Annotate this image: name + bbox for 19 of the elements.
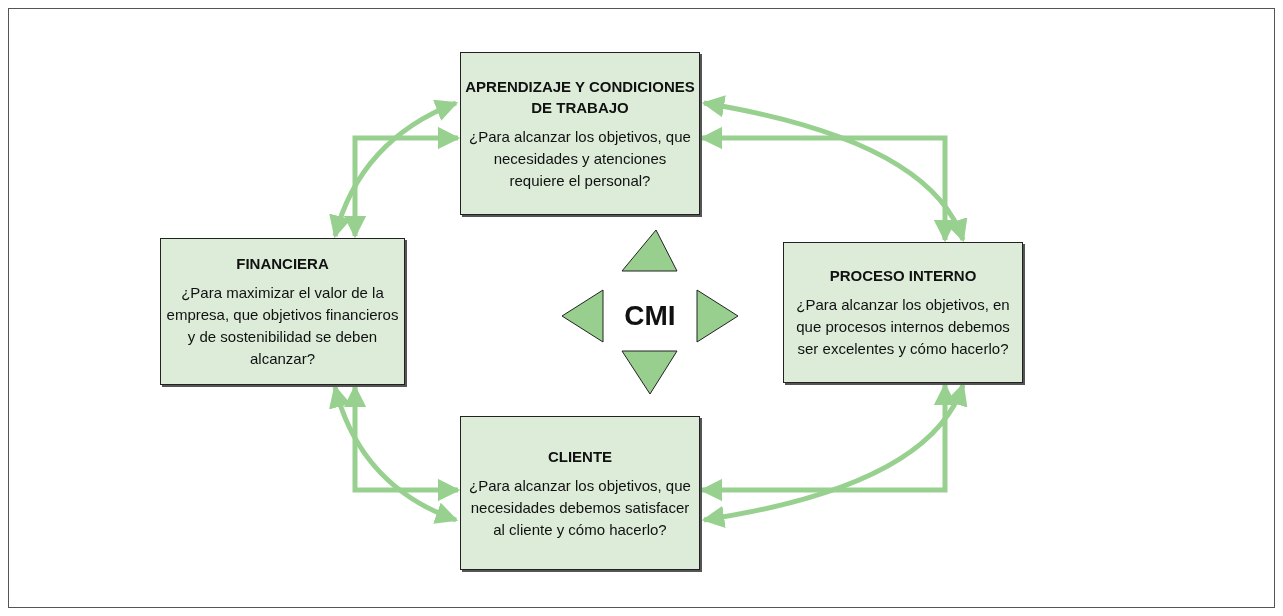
- perspective-box: [783, 242, 1023, 383]
- double-arrow: [329, 384, 459, 524]
- perspective-box: [160, 238, 405, 385]
- box-heading: CLIENTE: [547, 446, 613, 467]
- box-heading: FINANCIERA: [236, 254, 329, 274]
- double-arrow: [330, 100, 459, 239]
- double-arrow: [343, 384, 461, 502]
- perspective-box: [460, 416, 700, 570]
- double-arrow: [343, 126, 461, 239]
- box-question: ¿Para alcanzar los objetivos, que necesidades y atenciones requiere el personal?: [468, 126, 692, 191]
- box-question: ¿Para alcanzar los objetivos, en que procesos internos debemos ser excelentes y cómo hacerlo?: [795, 295, 1011, 359]
- box-heading: APRENDIZAJE Y CONDICIONES DE TRABAJO: [465, 76, 695, 118]
- double-arrow: [701, 95, 966, 243]
- box-question: ¿Para alcanzar los objetivos, que necesidades debemos satisfacer al cliente y cómo hacerlo?: [468, 475, 692, 540]
- perspective-box: [460, 52, 700, 215]
- center-label: CMI: [623, 299, 677, 333]
- box-question: ¿Para maximizar el valor de la empresa, que objetivos financieros y de sostenibilidad se deben alcanzar?: [165, 283, 400, 369]
- double-arrow: [701, 382, 966, 528]
- box-heading: PROCESO INTERNO: [829, 266, 977, 286]
